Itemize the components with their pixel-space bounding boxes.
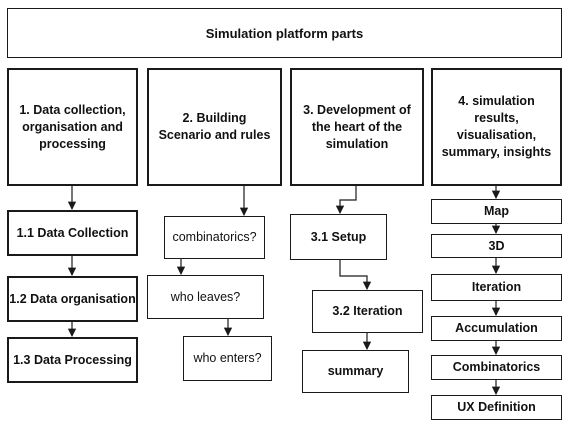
node-ux-definition: UX Definition [431, 395, 562, 420]
node-data-organisation: 1.2 Data organisation [7, 276, 138, 322]
arrow-col3-header-to-setup [335, 186, 357, 215]
node-summary: summary [302, 350, 409, 393]
column-header-heart: 3. Development of the heart of the simul… [290, 68, 424, 186]
column-header-scenario: 2. Building Scenario and rules [147, 68, 282, 186]
node-combinatorics-question: combinatorics? [164, 216, 265, 259]
node-data-collection: 1.1 Data Collection [7, 210, 138, 256]
diagram-title: Simulation platform parts [7, 8, 562, 58]
node-3d: 3D [431, 234, 562, 258]
node-iteration-heart: 3.2 Iteration [312, 290, 423, 333]
column-header-results: 4. simulation results, visualisation, su… [431, 68, 562, 186]
node-who-leaves: who leaves? [147, 275, 264, 319]
node-iteration-results: Iteration [431, 274, 562, 301]
node-data-processing: 1.3 Data Processing [7, 337, 138, 383]
node-accumulation: Accumulation [431, 316, 562, 341]
column-header-data: 1. Data collection, organisation and pro… [7, 68, 138, 186]
node-map: Map [431, 199, 562, 224]
node-setup: 3.1 Setup [290, 214, 387, 260]
node-combinatorics: Combinatorics [431, 355, 562, 380]
arrow-setup-to-iteration [339, 260, 372, 291]
node-who-enters: who enters? [183, 336, 272, 381]
